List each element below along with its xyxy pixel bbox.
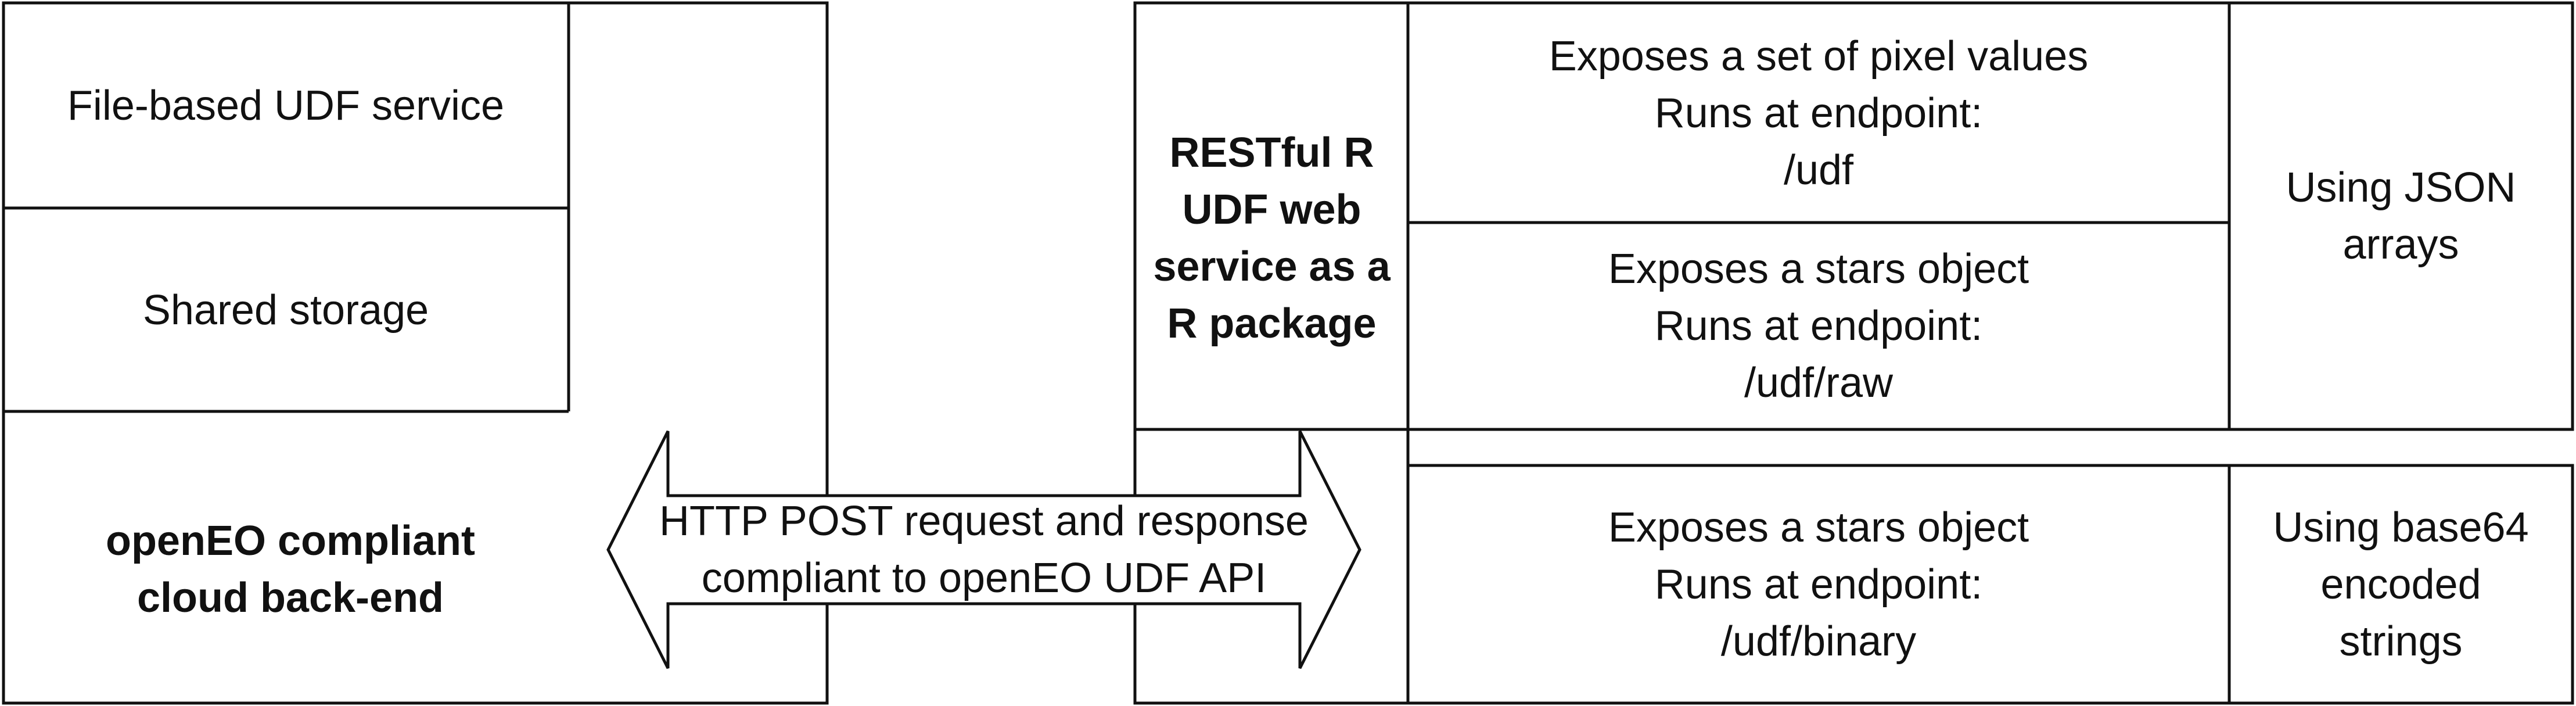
file-udf-service-text: File-based UDF service [67,83,505,129]
http-post-label: HTTP POST request and response compliant… [659,494,1309,605]
encoding-json: Using JSON arrays [2231,5,2571,428]
backend-title: openEO compliant cloud back-end [87,511,494,628]
encoding-base64-line-1: Using base64 [2273,504,2529,551]
encoding-base64-line-2: encoded [2320,561,2481,608]
shared-storage-text: Shared storage [142,287,429,334]
service-title-line-2: UDF web [1182,187,1361,233]
shared-storage-label: Shared storage [5,210,567,410]
service-title: RESTful R UDF web service as a R package [1137,116,1407,360]
double-arrow [606,430,1361,669]
endpoint-raw-line-1: Exposes a stars object [1608,246,2029,292]
endpoint-udf-raw: Exposes a stars object Runs at endpoint:… [1410,224,2227,428]
service-title-line-3: service as a [1153,243,1391,290]
endpoint-udf: Exposes a set of pixel values Runs at en… [1410,5,2227,221]
endpoint-binary-line-1: Exposes a stars object [1608,504,2029,551]
encoding-json-line-2: arrays [2343,221,2459,268]
endpoint-udf-line-3: /udf [1783,146,1854,193]
endpoint-binary-line-3: /udf/binary [1720,618,1917,665]
backend-title-line-1: openEO compliant [105,518,476,564]
endpoint-udf-line-2: Runs at endpoint: [1654,89,1983,137]
http-post-line-2: compliant to openEO UDF API [701,555,1267,601]
encoding-base64: Using base64 encoded strings [2231,467,2571,701]
file-udf-service-label: File-based UDF service [5,5,567,207]
encoding-json-line-1: Using JSON [2286,164,2516,211]
backend-title-line-2: cloud back-end [136,575,444,621]
endpoint-udf-binary: Exposes a stars object Runs at endpoint:… [1410,467,2227,701]
right-upper-box [1133,1,2574,431]
endpoint-raw-line-3: /udf/raw [1744,360,1894,406]
http-post-line-1: HTTP POST request and response [659,498,1309,544]
service-title-line-1: RESTful R [1169,130,1374,176]
endpoint-binary-line-2: Runs at endpoint: [1654,561,1983,608]
encoding-base64-line-3: strings [2339,618,2463,665]
service-title-line-4: R package [1167,300,1377,347]
endpoint-udf-line-1: Exposes a set of pixel values [1549,33,2089,80]
endpoint-raw-line-2: Runs at endpoint: [1654,303,1983,349]
left-outer-box [2,1,829,705]
right-lower-box [1133,429,2574,705]
